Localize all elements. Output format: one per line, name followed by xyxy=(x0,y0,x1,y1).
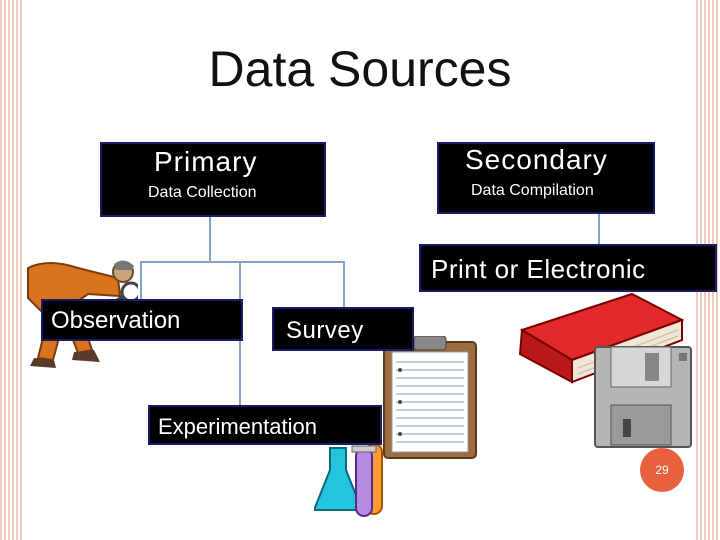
floppy-disk-icon xyxy=(594,346,692,448)
secondary-box: Secondary Data Compilation xyxy=(437,142,655,214)
connector-horizontal xyxy=(140,261,345,263)
print-electronic-box: Print or Electronic xyxy=(419,244,717,292)
primary-sub-label: Data Collection xyxy=(148,184,257,201)
connector-secondary-down xyxy=(598,213,600,245)
print-electronic-label: Print or Electronic xyxy=(431,254,646,284)
observation-box: Observation xyxy=(41,299,243,341)
clipboard-icon xyxy=(383,336,477,459)
connector-survey xyxy=(343,261,345,309)
page-number-badge: 29 xyxy=(640,448,684,492)
test-tubes-icon xyxy=(314,443,383,517)
experimentation-label: Experimentation xyxy=(158,414,317,439)
secondary-sub-label: Data Compilation xyxy=(471,182,594,199)
connector-observation xyxy=(140,261,142,301)
primary-label: Primary xyxy=(154,146,258,177)
secondary-label: Secondary xyxy=(465,144,608,175)
observation-label: Observation xyxy=(51,307,181,334)
primary-box: Primary Data Collection xyxy=(100,142,326,217)
experimentation-box: Experimentation xyxy=(148,405,382,445)
connector-primary-down xyxy=(209,216,211,262)
slide-title: Data Sources xyxy=(208,41,512,97)
left-border-stripes xyxy=(0,0,24,540)
survey-label: Survey xyxy=(286,317,364,344)
survey-box: Survey xyxy=(272,307,414,351)
